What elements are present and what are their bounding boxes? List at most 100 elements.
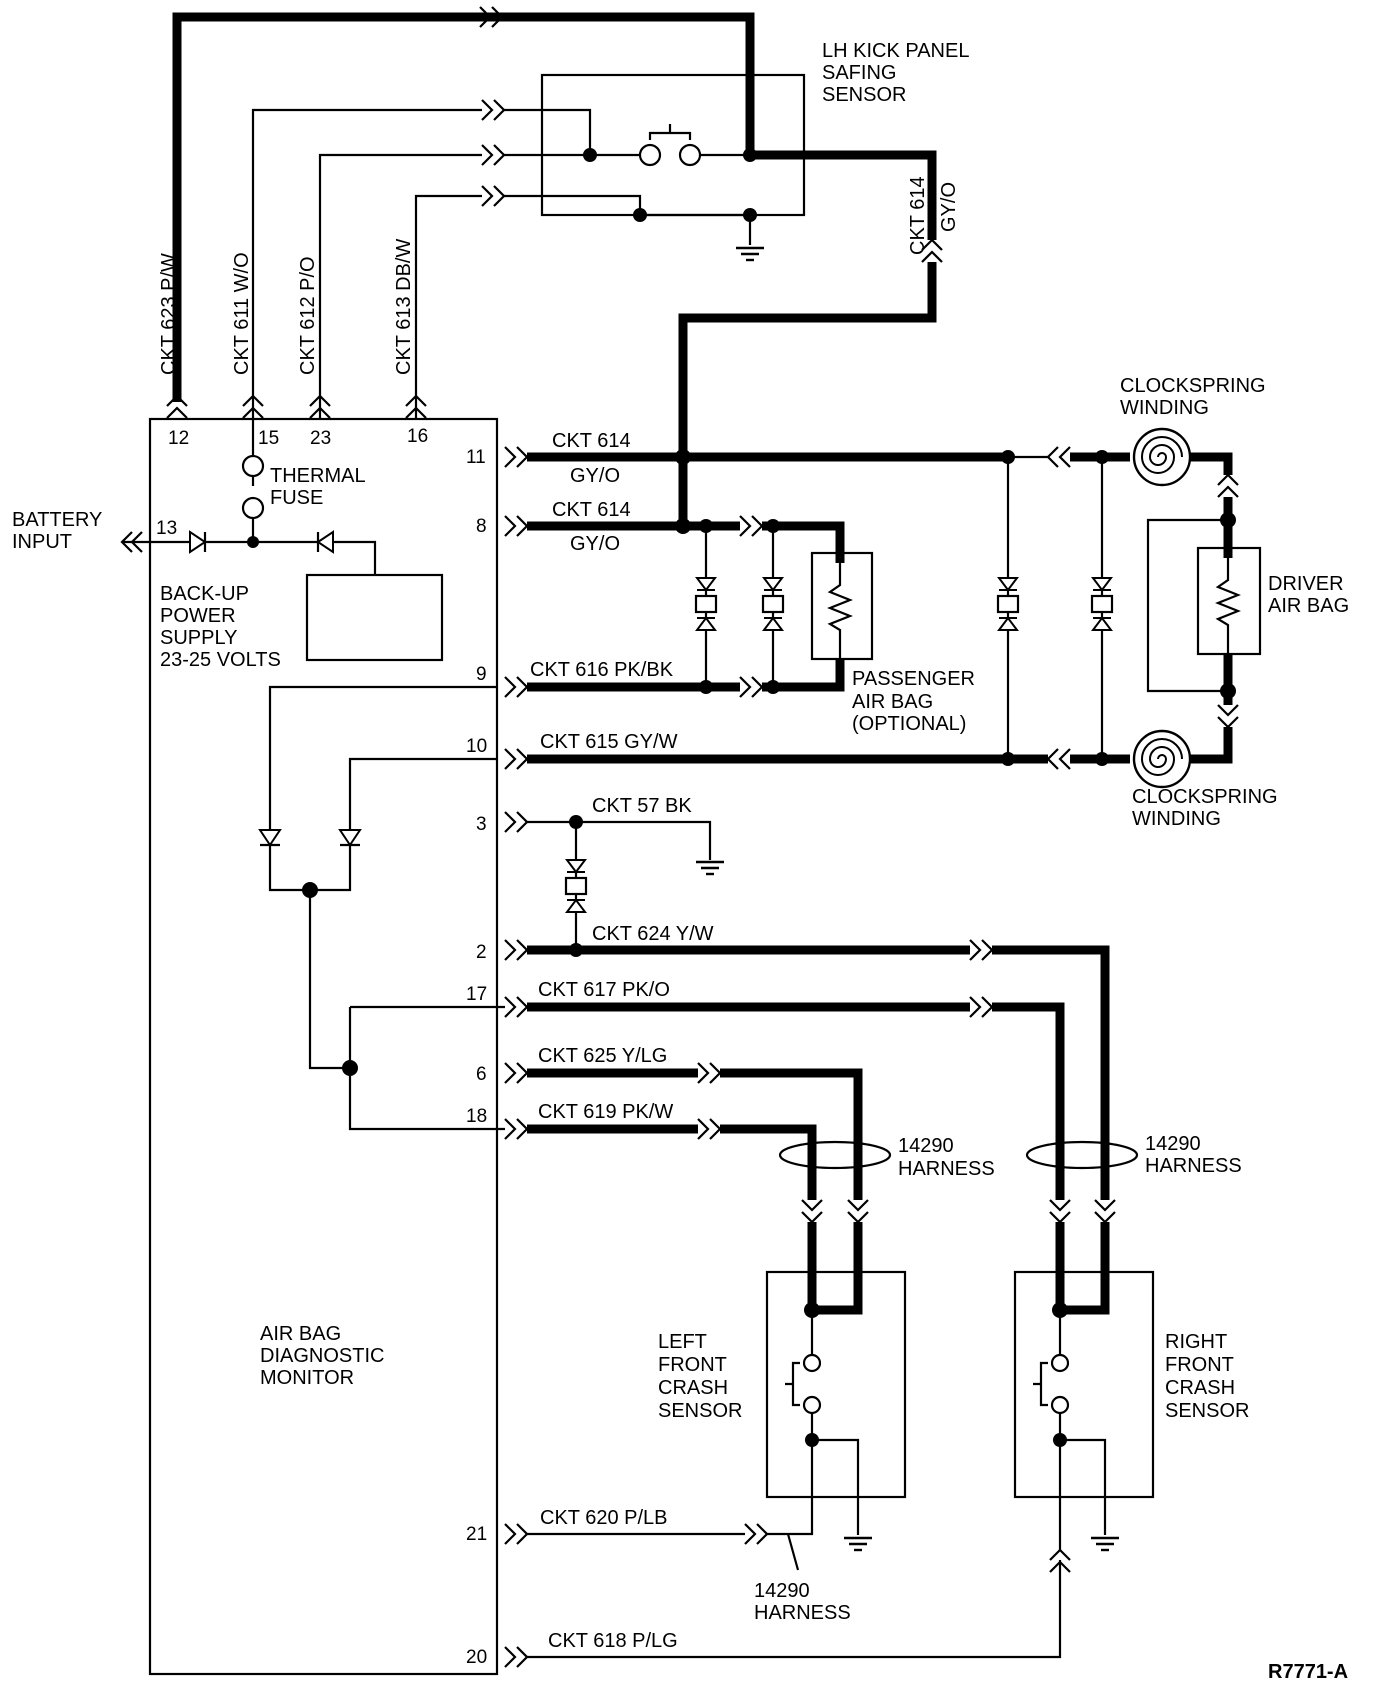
wire-ckt-614-pin11: CKT 614 GY/O [527,430,1130,487]
svg-text:CKT 619 PK/W: CKT 619 PK/W [538,1101,673,1123]
svg-text:CRASH: CRASH [658,1377,728,1399]
svg-text:15: 15 [258,428,279,449]
left-front-crash-sensor: LEFT FRONT CRASH SENSOR [658,1222,907,1552]
svg-text:SENSOR: SENSOR [658,1400,742,1422]
svg-text:FRONT: FRONT [1165,1354,1234,1376]
svg-text:LH KICK PANEL: LH KICK PANEL [822,40,969,62]
svg-text:23-25 VOLTS: 23-25 VOLTS [160,649,281,671]
figure-id: R7771-A [1268,1661,1348,1683]
backup-power-supply-label: BACK-UP POWER SUPPLY 23-25 VOLTS [160,583,281,671]
passenger-zener-diodes [694,526,785,687]
svg-text:BACK-UP: BACK-UP [160,583,249,605]
right-front-crash-sensor: RIGHT FRONT CRASH SENSOR [1013,1222,1249,1552]
svg-text:PASSENGER: PASSENGER [852,668,975,690]
svg-text:INPUT: INPUT [12,531,72,553]
internal-diodes [258,829,505,1131]
svg-text:GY/O: GY/O [570,465,620,487]
right-pin-chevrons [504,446,529,1668]
svg-text:AIR BAG: AIR BAG [852,691,933,713]
clockspring-top: CLOCKSPRING WINDING [1120,375,1266,487]
svg-text:SAFING: SAFING [822,62,896,84]
svg-text:DRIVER: DRIVER [1268,573,1344,595]
svg-text:DIAGNOSTIC: DIAGNOSTIC [260,1345,384,1367]
wire-ckt-620: CKT 620 P/LB 14290 HARNESS [527,1440,851,1624]
sensor-connector-chevrons [801,1199,1116,1224]
svg-text:21: 21 [466,1524,487,1545]
svg-text:BATTERY: BATTERY [12,509,102,531]
svg-text:SENSOR: SENSOR [822,84,906,106]
driver-air-bag: DRIVER AIR BAG [1146,452,1349,764]
svg-text:GY/O: GY/O [570,533,620,555]
svg-text:CKT 618 P/LG: CKT 618 P/LG [548,1630,678,1652]
top-circuit-labels: CKT 623 P/W CKT 611 W/O CKT 612 P/O CKT … [158,239,415,375]
svg-text:HARNESS: HARNESS [1145,1155,1242,1177]
wire-ckt-623 [166,6,755,419]
svg-text:CLOCKSPRING: CLOCKSPRING [1132,786,1278,808]
svg-text:HARNESS: HARNESS [898,1158,995,1180]
svg-text:CKT 614: CKT 614 [552,430,631,452]
wire-ckt-616: CKT 616 PK/BK [268,659,780,830]
svg-text:WINDING: WINDING [1120,397,1209,419]
svg-text:MONITOR: MONITOR [260,1367,354,1389]
svg-text:FRONT: FRONT [658,1354,727,1376]
wire-ckt-619: CKT 619 PK/W [527,1101,817,1200]
wire-ckt-617: CKT 617 PK/O [527,979,1065,1200]
svg-text:8: 8 [476,516,487,537]
svg-text:SENSOR: SENSOR [1165,1400,1249,1422]
svg-text:CKT 614: CKT 614 [552,499,631,521]
clockspring-bottom: CLOCKSPRING WINDING [1132,729,1278,830]
svg-text:CKT 625 Y/LG: CKT 625 Y/LG [538,1045,667,1067]
svg-text:14290: 14290 [1145,1133,1201,1155]
svg-text:14290: 14290 [754,1580,810,1602]
svg-text:3: 3 [476,814,487,835]
wire-ckt-57: CKT 57 BK [527,795,726,950]
safing-output-label: CKT 614 GY/O [907,176,960,255]
svg-text:CKT 612 P/O: CKT 612 P/O [297,256,319,375]
svg-text:LEFT: LEFT [658,1331,707,1353]
top-pin-labels: 12 15 23 16 [168,426,428,449]
svg-text:WINDING: WINDING [1132,808,1221,830]
thermal-fuse: THERMAL FUSE [241,419,366,542]
svg-text:CRASH: CRASH [1165,1377,1235,1399]
driver-zener-diodes [996,457,1114,759]
passenger-air-bag: PASSENGER AIR BAG (OPTIONAL) [762,551,975,735]
svg-text:10: 10 [466,736,487,757]
svg-text:CKT 614: CKT 614 [907,176,929,255]
harness-left: 14290 HARNESS [778,1135,995,1180]
svg-text:AIR BAG: AIR BAG [1268,595,1349,617]
svg-text:AIR BAG: AIR BAG [260,1323,341,1345]
svg-text:2: 2 [476,942,487,963]
svg-text:23: 23 [310,428,331,449]
svg-text:11: 11 [466,447,486,468]
diagnostic-monitor-label: AIR BAG DIAGNOSTIC MONITOR [260,1323,384,1389]
safing-sensor: LH KICK PANEL SAFING SENSOR [504,40,969,262]
svg-text:CKT 617 PK/O: CKT 617 PK/O [538,979,670,1001]
wire-ckt-624: CKT 624 Y/W [527,923,1110,1200]
svg-text:CKT 620 P/LB: CKT 620 P/LB [540,1507,667,1529]
svg-text:GY/O: GY/O [938,182,960,232]
wire-ckt-611 [242,99,592,419]
svg-text:FUSE: FUSE [270,487,323,509]
svg-text:HARNESS: HARNESS [754,1602,851,1624]
svg-text:CKT 613 DB/W: CKT 613 DB/W [393,239,415,375]
svg-text:9: 9 [476,664,487,685]
svg-text:16: 16 [407,426,428,447]
backup-power-supply-box [305,573,444,662]
wire-ckt-625: CKT 625 Y/LG [527,1045,863,1200]
svg-text:14290: 14290 [898,1135,954,1157]
harness-right: 14290 HARNESS [1025,1133,1242,1177]
svg-text:CKT 57 BK: CKT 57 BK [592,795,692,817]
svg-text:20: 20 [466,1647,487,1668]
svg-text:13: 13 [156,518,177,539]
wire-ckt-615: CKT 615 GY/W [348,731,1130,830]
svg-text:CKT 615 GY/W: CKT 615 GY/W [540,731,678,753]
svg-text:6: 6 [476,1064,487,1085]
svg-text:(OPTIONAL): (OPTIONAL) [852,713,966,735]
svg-text:POWER: POWER [160,605,236,627]
diagnostic-monitor-box [148,417,499,1676]
right-pin-numbers: 11 8 9 10 3 2 17 6 18 21 20 [466,447,487,1668]
svg-text:17: 17 [466,984,487,1005]
wire-ckt-613 [405,185,506,419]
svg-text:CKT 611 W/O: CKT 611 W/O [231,252,253,375]
svg-text:CKT 616 PK/BK: CKT 616 PK/BK [530,659,674,681]
